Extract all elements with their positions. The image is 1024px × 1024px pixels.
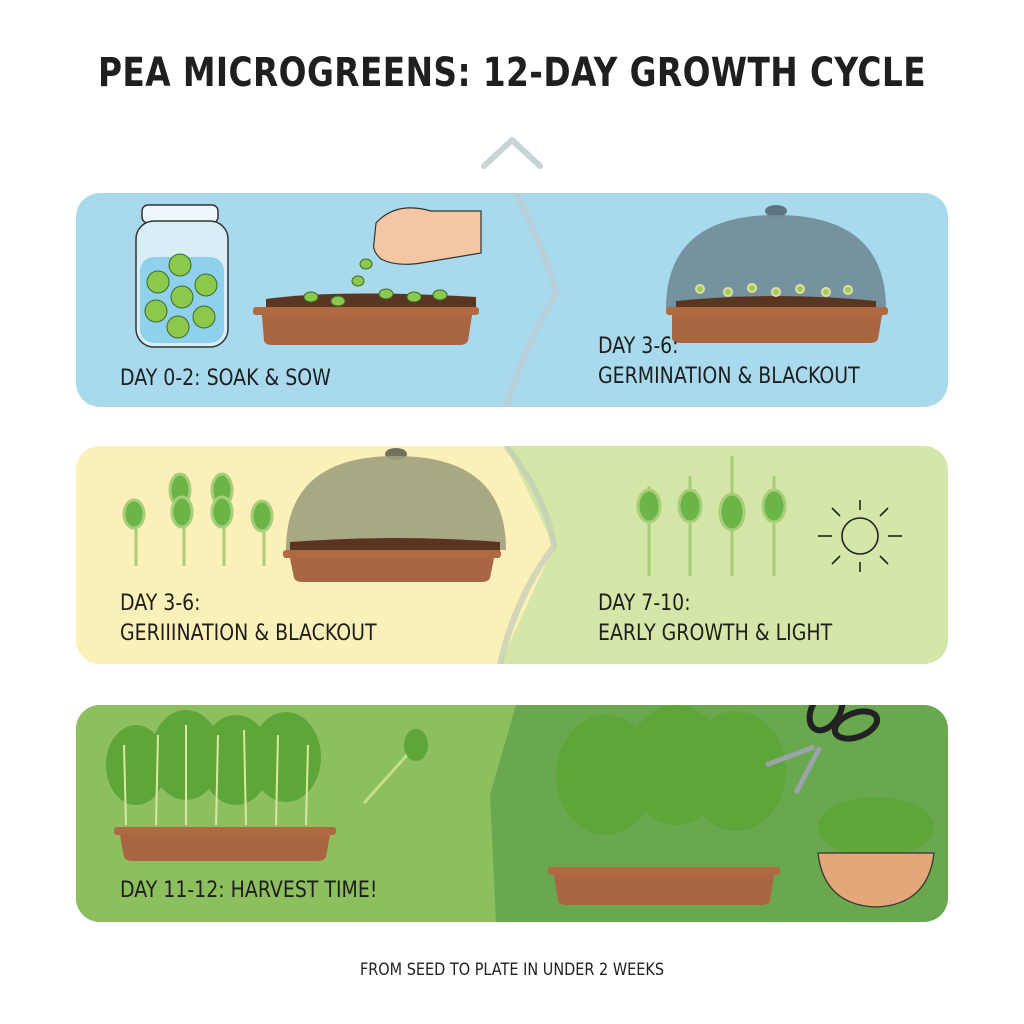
seed-tray-icon [253, 288, 479, 345]
stage-name-germination-a: GERMINATION & BLACKOUT [598, 364, 860, 389]
panel-1-art [135, 193, 888, 407]
blackout-dome-icon [666, 205, 888, 343]
seedlings-icon [636, 456, 787, 576]
stage-panel-germination-growth: DAY 3-6: GERIIINATION & BLACKOUT DAY 7-1… [76, 446, 948, 664]
stage-label-soak-sow: DAY 0-2: SOAK & SOW [120, 366, 331, 391]
stage-panel-harvest: DAY 11-12: HARVEST TIME! [76, 705, 948, 922]
panel-3-art [106, 705, 935, 908]
footer-tagline: FROM SEED TO PLATE IN UNDER 2 WEEKS [359, 960, 665, 980]
scissors-icon [765, 705, 881, 795]
page-title: PEA MICROGREENS: 12-DAY GROWTH CYCLE [97, 50, 927, 96]
seedlings-icon [122, 472, 274, 566]
jar-of-peas-icon [135, 204, 229, 348]
bowl-of-greens-icon [817, 797, 935, 908]
full-tray-icon [548, 705, 786, 905]
blackout-dome-icon [283, 448, 506, 582]
hand-sowing-icon [351, 207, 482, 287]
cut-shoot-icon [362, 729, 428, 805]
stage-panel-soak-sow: DAY 0-2: SOAK & SOW DAY 3-6: GERMINATION… [76, 193, 948, 407]
sun-icon [818, 500, 902, 572]
stage-name-germination-b: GERIIINATION & BLACKOUT [120, 621, 377, 646]
stage-name-early-growth: EARLY GROWTH & LIGHT [598, 621, 833, 646]
full-tray-icon [106, 710, 336, 861]
stage-days-early-growth: DAY 7-10: [598, 591, 691, 616]
panel-2-art [122, 446, 902, 664]
stage-days-germination-b: DAY 3-6: [120, 591, 201, 616]
stage-days-germination-a: DAY 3-6: [598, 334, 679, 359]
stage-label-harvest: DAY 11-12: HARVEST TIME! [120, 878, 378, 903]
